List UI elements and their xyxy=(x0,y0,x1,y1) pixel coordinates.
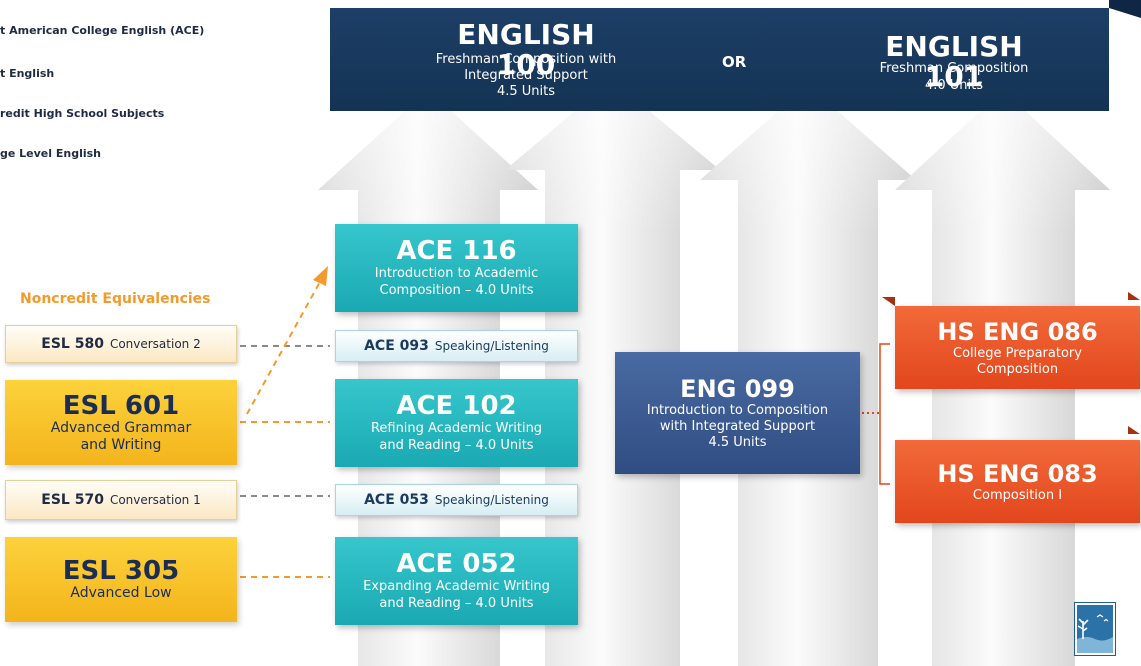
hs-eng-083-box: HS ENG 083 Composition I xyxy=(895,440,1140,523)
eng-099-box: ENG 099 Introduction to Composition with… xyxy=(615,352,860,474)
esl-305-box: ESL 305 Advanced Low xyxy=(5,537,237,622)
english-100-code: ENGLISH 100 xyxy=(457,18,595,81)
ace-116-title-2: Composition – 4.0 Units xyxy=(379,283,534,298)
arrowhead-ace116 xyxy=(313,266,328,286)
hs-eng-083-title: Composition I xyxy=(972,487,1063,503)
ace-093-box: ACE 093 Speaking/Listening xyxy=(335,330,578,362)
ace-052-title-2: and Reading – 4.0 Units xyxy=(379,596,534,611)
ace-053-title: Speaking/Listening xyxy=(434,493,549,507)
legend-item-hs-subjects: redit High School Subjects xyxy=(0,107,165,120)
esl-305-title: Advanced Low xyxy=(70,585,172,601)
ace-053-code: ACE 053 xyxy=(364,492,429,508)
hs-eng-086-code: HS ENG 086 xyxy=(937,317,1098,346)
ace-116-code: ACE 116 xyxy=(396,236,517,266)
esl-601-code: ESL 601 xyxy=(62,390,180,421)
ace-093-title: Speaking/Listening xyxy=(434,339,549,353)
hs-eng-083-code: HS ENG 083 xyxy=(937,459,1098,488)
english-101-units: 4.0 Units xyxy=(924,78,984,93)
eng-099-units: 4.5 Units xyxy=(708,435,767,450)
college-logo-icon xyxy=(1075,603,1115,655)
or-label: OR xyxy=(722,53,747,71)
eng-099-code: ENG 099 xyxy=(680,375,795,403)
ace-102-title-1: Refining Academic Writing xyxy=(370,421,543,436)
ace-093-code: ACE 093 xyxy=(364,338,429,354)
ace-053-box: ACE 053 Speaking/Listening xyxy=(335,484,578,516)
hs-eng-086-box: HS ENG 086 College Preparatory Compositi… xyxy=(895,306,1140,389)
esl-580-box: ESL 580 Conversation 2 xyxy=(5,325,237,363)
esl-580-code: ESL 580 xyxy=(41,336,104,352)
ace-052-code: ACE 052 xyxy=(396,549,517,579)
top-banner: ENGLISH 100 Freshman Composition with In… xyxy=(330,8,1109,111)
ace-116-title-1: Introduction to Academic xyxy=(374,266,539,281)
ace-102-box: ACE 102 Refining Academic Writing and Re… xyxy=(335,379,578,467)
noncredit-heading: Noncredit Equivalencies xyxy=(20,291,211,307)
english-101-title: Freshman Composition xyxy=(879,61,1029,76)
esl-570-title: Conversation 1 xyxy=(109,493,201,507)
esl-570-box: ESL 570 Conversation 1 xyxy=(5,480,237,520)
ace-102-title-2: and Reading – 4.0 Units xyxy=(379,438,534,453)
english-100-units: 4.5 Units xyxy=(496,84,556,99)
ace-102-code: ACE 102 xyxy=(396,391,517,421)
ace-052-title-1: Expanding Academic Writing xyxy=(363,579,550,594)
english-100-title-2: Integrated Support xyxy=(464,68,588,83)
connector-esl601-ace116 xyxy=(246,279,322,415)
esl-580-title: Conversation 2 xyxy=(109,337,201,351)
english-101-code: ENGLISH 101 xyxy=(885,30,1023,93)
eng-099-title-1: Introduction to Composition xyxy=(646,403,829,418)
legend-item-college-english: ge Level English xyxy=(0,147,102,160)
esl-305-code: ESL 305 xyxy=(62,556,180,586)
ace-052-box: ACE 052 Expanding Academic Writing and R… xyxy=(335,537,578,625)
legend-item-ace: t American College English (ACE) xyxy=(0,24,205,37)
hs-eng-086-title-1: College Preparatory xyxy=(953,345,1082,361)
hs-bracket xyxy=(879,343,890,485)
esl-601-title-1: Advanced Grammar xyxy=(50,419,192,436)
hs-eng-086-title-2: Composition xyxy=(976,361,1059,377)
esl-601-title-2: and Writing xyxy=(80,436,162,453)
legend-item-english: t English xyxy=(0,67,55,80)
english-100-title-1: Freshman Composition with xyxy=(435,52,617,67)
esl-601-box: ESL 601 Advanced Grammar and Writing xyxy=(5,380,237,465)
eng-099-title-2: with Integrated Support xyxy=(659,419,816,434)
esl-570-code: ESL 570 xyxy=(41,492,104,508)
ace-116-box: ACE 116 Introduction to Academic Composi… xyxy=(335,224,578,312)
